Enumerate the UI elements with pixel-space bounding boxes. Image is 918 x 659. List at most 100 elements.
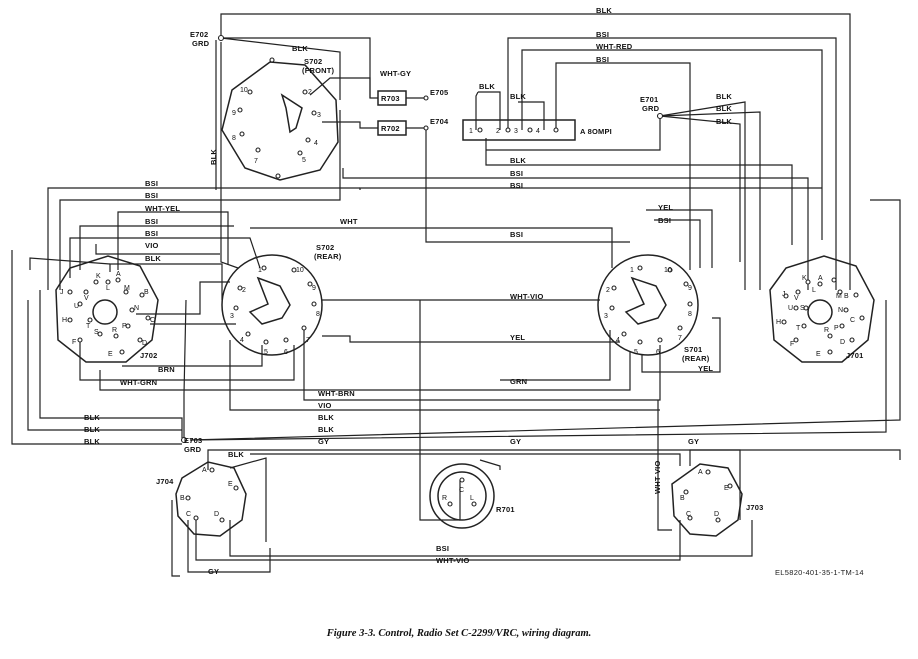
svg-text:E701: E701 bbox=[640, 95, 658, 104]
svg-text:L: L bbox=[106, 285, 110, 292]
svg-text:E: E bbox=[108, 351, 113, 358]
svg-text:D: D bbox=[142, 340, 147, 347]
svg-text:U: U bbox=[788, 305, 793, 312]
svg-text:GY: GY bbox=[208, 567, 219, 576]
svg-text:4: 4 bbox=[536, 128, 540, 135]
svg-text:K: K bbox=[802, 275, 807, 282]
svg-text:BLK: BLK bbox=[716, 92, 732, 101]
j702-connector: A B C D E F H J K L M N P R S T U V J702 bbox=[55, 255, 159, 363]
svg-text:BLK: BLK bbox=[716, 104, 732, 113]
svg-text:1: 1 bbox=[258, 267, 262, 274]
svg-text:T: T bbox=[796, 325, 801, 332]
svg-text:BRN: BRN bbox=[158, 365, 175, 374]
e704-label: E704 bbox=[430, 117, 449, 126]
svg-text:4: 4 bbox=[240, 337, 244, 344]
svg-text:5: 5 bbox=[264, 349, 268, 356]
svg-text:BSI: BSI bbox=[596, 30, 609, 39]
svg-text:BLK: BLK bbox=[510, 92, 526, 101]
s701-rear-label: S701 bbox=[684, 345, 702, 354]
svg-text:WHT-GRN: WHT-GRN bbox=[120, 378, 157, 387]
svg-text:7: 7 bbox=[678, 335, 682, 342]
svg-text:BLK: BLK bbox=[145, 254, 161, 263]
svg-text:B: B bbox=[180, 495, 185, 502]
r701-label: R701 bbox=[496, 505, 515, 514]
svg-text:R703: R703 bbox=[381, 94, 400, 103]
svg-text:YEL: YEL bbox=[510, 333, 525, 342]
svg-text:BSI: BSI bbox=[596, 55, 609, 64]
svg-text:GY: GY bbox=[318, 437, 329, 446]
svg-text:4: 4 bbox=[616, 337, 620, 344]
svg-text:(REAR): (REAR) bbox=[682, 354, 710, 363]
svg-text:C: C bbox=[186, 511, 191, 518]
svg-text:V: V bbox=[84, 295, 89, 302]
svg-text:L: L bbox=[470, 495, 474, 502]
svg-text:BLK: BLK bbox=[84, 437, 100, 446]
svg-text:H: H bbox=[776, 319, 781, 326]
svg-text:D: D bbox=[840, 339, 845, 346]
svg-text:BLK: BLK bbox=[84, 425, 100, 434]
svg-text:T: T bbox=[86, 323, 91, 330]
svg-text:E: E bbox=[724, 485, 729, 492]
svg-text:3: 3 bbox=[230, 313, 234, 320]
svg-text:A: A bbox=[818, 275, 823, 282]
svg-text:N: N bbox=[838, 307, 843, 314]
svg-text:6: 6 bbox=[284, 349, 288, 356]
j704-label: J704 bbox=[156, 477, 174, 486]
svg-text:R: R bbox=[824, 327, 829, 334]
svg-text:GY: GY bbox=[510, 437, 521, 446]
e702-label: E702 bbox=[190, 30, 208, 39]
svg-text:5: 5 bbox=[634, 349, 638, 356]
svg-text:BSI: BSI bbox=[145, 179, 158, 188]
svg-text:B: B bbox=[144, 289, 149, 296]
svg-text:K: K bbox=[96, 273, 101, 280]
svg-text:BLK: BLK bbox=[228, 450, 244, 459]
svg-text:R: R bbox=[442, 495, 447, 502]
svg-text:J: J bbox=[60, 289, 64, 296]
svg-text:B: B bbox=[680, 495, 685, 502]
svg-text:9: 9 bbox=[232, 110, 236, 117]
s702-rear-label: S702 bbox=[316, 243, 334, 252]
svg-text:BSI: BSI bbox=[510, 169, 523, 178]
svg-text:WHT-YEL: WHT-YEL bbox=[145, 204, 180, 213]
svg-text:10: 10 bbox=[664, 267, 672, 274]
svg-text:BLK: BLK bbox=[318, 413, 334, 422]
svg-text:9: 9 bbox=[688, 285, 692, 292]
r701-potentiometer: C R L R701 bbox=[429, 463, 515, 529]
svg-text:M: M bbox=[124, 285, 130, 292]
svg-text:YEL: YEL bbox=[698, 364, 713, 373]
svg-text:5: 5 bbox=[302, 157, 306, 164]
svg-text:P: P bbox=[834, 325, 839, 332]
r702-resistor: R702 E704 bbox=[377, 117, 449, 136]
svg-text:BLK: BLK bbox=[596, 6, 612, 15]
svg-text:A: A bbox=[116, 271, 121, 278]
svg-text:J: J bbox=[782, 291, 786, 298]
svg-text:7: 7 bbox=[254, 158, 258, 165]
svg-text:BSI: BSI bbox=[145, 191, 158, 200]
svg-text:BSI: BSI bbox=[510, 181, 523, 190]
svg-text:1: 1 bbox=[469, 128, 473, 135]
svg-text:H: H bbox=[62, 317, 67, 324]
wires bbox=[11, 13, 901, 577]
svg-text:BSI: BSI bbox=[145, 229, 158, 238]
svg-text:BLK: BLK bbox=[510, 156, 526, 165]
j703-connector: A B C D E J703 bbox=[671, 463, 763, 537]
figure-caption: Figure 3-3. Control, Radio Set C-2299/VR… bbox=[326, 628, 592, 639]
svg-text:VIO: VIO bbox=[318, 401, 332, 410]
e701-ground-terminal: E701 GRD bbox=[640, 95, 664, 120]
svg-text:C: C bbox=[459, 487, 464, 494]
svg-text:BSI: BSI bbox=[145, 217, 158, 226]
svg-text:3: 3 bbox=[604, 313, 608, 320]
svg-text:WHT-RED: WHT-RED bbox=[596, 42, 633, 51]
svg-text:WHT-VIO: WHT-VIO bbox=[653, 461, 662, 494]
svg-text:8: 8 bbox=[688, 311, 692, 318]
svg-text:BSI: BSI bbox=[658, 216, 671, 225]
svg-text:N: N bbox=[134, 305, 139, 312]
e703-ground-terminal: E703 GRD bbox=[180, 436, 202, 454]
svg-text:8: 8 bbox=[316, 311, 320, 318]
svg-text:GY: GY bbox=[688, 437, 699, 446]
j704-connector: A B C D E J704 bbox=[156, 461, 247, 537]
svg-text:WHT-BRN: WHT-BRN bbox=[318, 389, 355, 398]
svg-text:R702: R702 bbox=[381, 124, 400, 133]
svg-text:D: D bbox=[714, 511, 719, 518]
